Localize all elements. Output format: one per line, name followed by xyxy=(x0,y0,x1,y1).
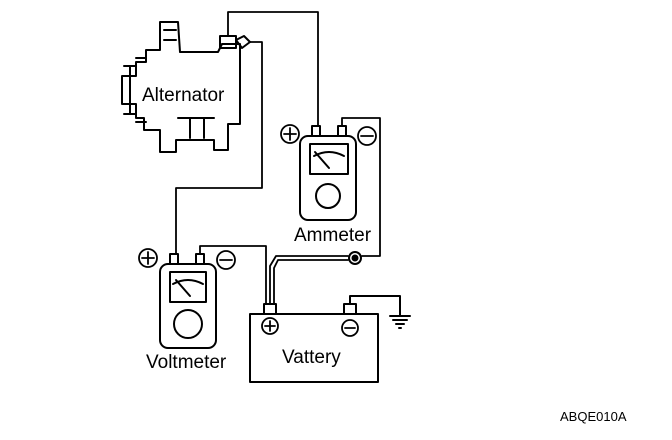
wire-alternator-to-voltmeter xyxy=(175,41,263,255)
ammeter xyxy=(299,125,357,221)
voltmeter-minus-terminal xyxy=(195,253,205,265)
alternator-b-terminal xyxy=(219,35,237,49)
wire-connector-to-battery xyxy=(269,255,349,305)
battery-label: Vattery xyxy=(282,347,341,368)
battery-minus-post xyxy=(343,303,357,315)
ammeter-minus-terminal xyxy=(337,125,347,137)
voltmeter-plus-sign xyxy=(138,248,158,268)
voltmeter-needle xyxy=(175,279,191,297)
voltmeter-minus-sign xyxy=(216,250,236,270)
voltmeter xyxy=(159,253,217,349)
voltmeter-case xyxy=(159,263,217,349)
voltmeter-scale xyxy=(172,279,204,285)
ammeter-knob xyxy=(315,183,341,209)
ammeter-case xyxy=(299,135,357,221)
alternator-pulley xyxy=(123,57,147,123)
polarity-marks xyxy=(138,124,377,337)
battery-plus-post xyxy=(263,303,277,315)
alternator-label: Alternator xyxy=(142,85,225,106)
battery xyxy=(249,303,379,383)
terminal-clip xyxy=(235,35,251,49)
ammeter-plus-terminal xyxy=(311,125,321,137)
ammeter-label: Ammeter xyxy=(294,225,372,246)
battery-minus-sign xyxy=(341,319,359,337)
wire-connector xyxy=(348,251,362,265)
battery-case xyxy=(249,313,379,383)
voltmeter-plus-terminal xyxy=(169,253,179,265)
voltmeter-label: Voltmeter xyxy=(146,352,227,373)
ammeter-plus-sign xyxy=(280,124,300,144)
voltmeter-dial xyxy=(169,271,207,303)
wires xyxy=(175,11,381,305)
wire-voltmeter-to-battery xyxy=(199,245,267,305)
alternator-fins xyxy=(163,29,215,139)
ammeter-minus-sign xyxy=(357,126,377,146)
figure-code: ABQE010A xyxy=(560,409,627,424)
wire-alternator-to-ammeter xyxy=(227,11,319,127)
ground-symbol xyxy=(349,295,411,329)
voltmeter-knob xyxy=(173,309,203,339)
ammeter-needle xyxy=(314,151,330,169)
ammeter-dial xyxy=(309,143,349,175)
battery-plus-sign xyxy=(261,317,279,335)
wire-ammeter-to-connector xyxy=(341,117,381,257)
